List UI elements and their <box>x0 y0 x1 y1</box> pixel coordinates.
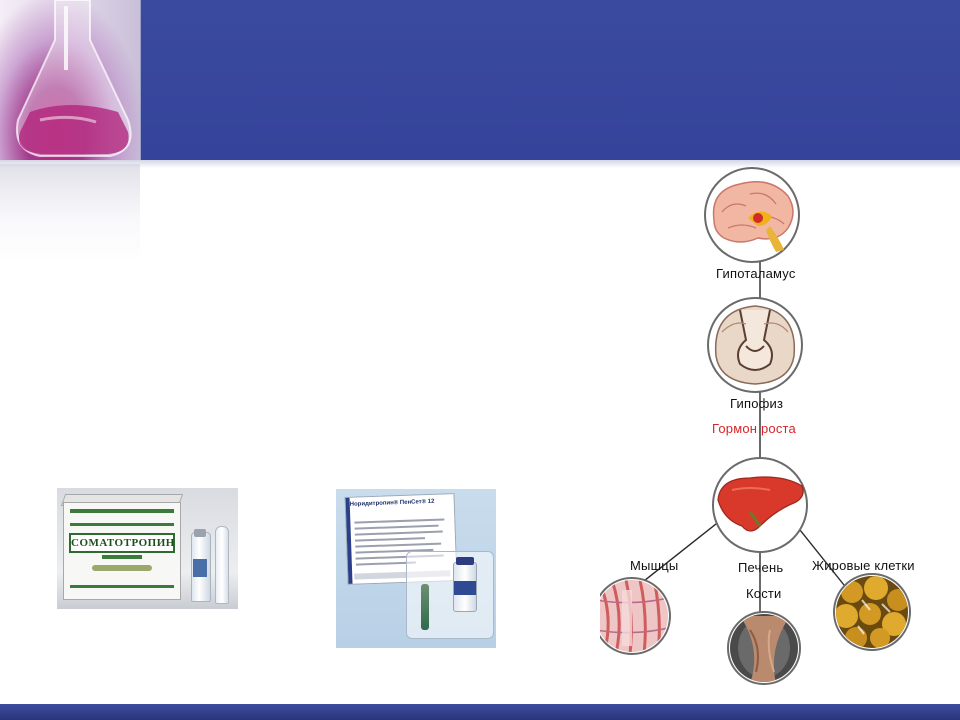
box-stripe <box>70 509 174 513</box>
ampoule <box>215 526 229 604</box>
flask-reflection <box>0 164 140 264</box>
header-band <box>0 0 960 160</box>
flask-photo <box>0 0 141 160</box>
bones-node <box>727 611 801 685</box>
label-pituitary: Гипофиз <box>730 396 784 411</box>
somatotropin-package-photo: СОМАТОТРОПИН <box>57 488 238 609</box>
card-text-line <box>355 542 442 548</box>
diagram-graphics <box>593 167 911 685</box>
vial <box>191 529 211 602</box>
label-muscles: Мышцы <box>630 558 679 573</box>
pen-injector <box>421 584 429 630</box>
growth-hormone-diagram: Гипоталамус Гипофиз Гормон роста Мышцы П… <box>593 160 940 700</box>
label-bones: Кости <box>746 586 782 601</box>
label-liver: Печень <box>738 560 784 575</box>
pituitary-node <box>707 297 803 393</box>
card-text-line <box>354 530 443 536</box>
muscles-node <box>593 577 671 655</box>
label-hypothalamus: Гипоталамус <box>716 266 796 281</box>
blister-pack <box>406 551 494 639</box>
card-text-line <box>354 524 439 530</box>
box-title: СОМАТОТРОПИН <box>69 533 175 553</box>
box-front: СОМАТОТРОПИН <box>63 502 181 600</box>
fat-cells-node <box>833 573 911 651</box>
liver-node <box>712 457 808 553</box>
flask-illustration <box>16 0 132 157</box>
footer-band <box>0 704 960 720</box>
hypothalamus-node <box>704 167 800 263</box>
vial-label <box>454 581 476 595</box>
vial <box>453 557 477 612</box>
box-stripe <box>70 585 174 588</box>
norditropin-package-photo: Норидитропин® ПенСет® 12 <box>336 489 496 648</box>
vial-cap <box>456 557 474 565</box>
box-stripe <box>70 523 174 526</box>
vial-label <box>193 559 207 577</box>
header-shadow <box>0 160 960 168</box>
vial-cap <box>194 529 206 537</box>
label-fat-cells: Жировые клетки <box>812 558 915 573</box>
box-subtitle-mark <box>102 555 142 559</box>
box-script-mark <box>92 565 152 571</box>
label-growth-hormone: Гормон роста <box>712 421 796 436</box>
card-text-line <box>354 518 445 524</box>
card-text-line <box>354 537 426 542</box>
card-title: Норидитропин® ПенСет® 12 <box>349 498 435 508</box>
